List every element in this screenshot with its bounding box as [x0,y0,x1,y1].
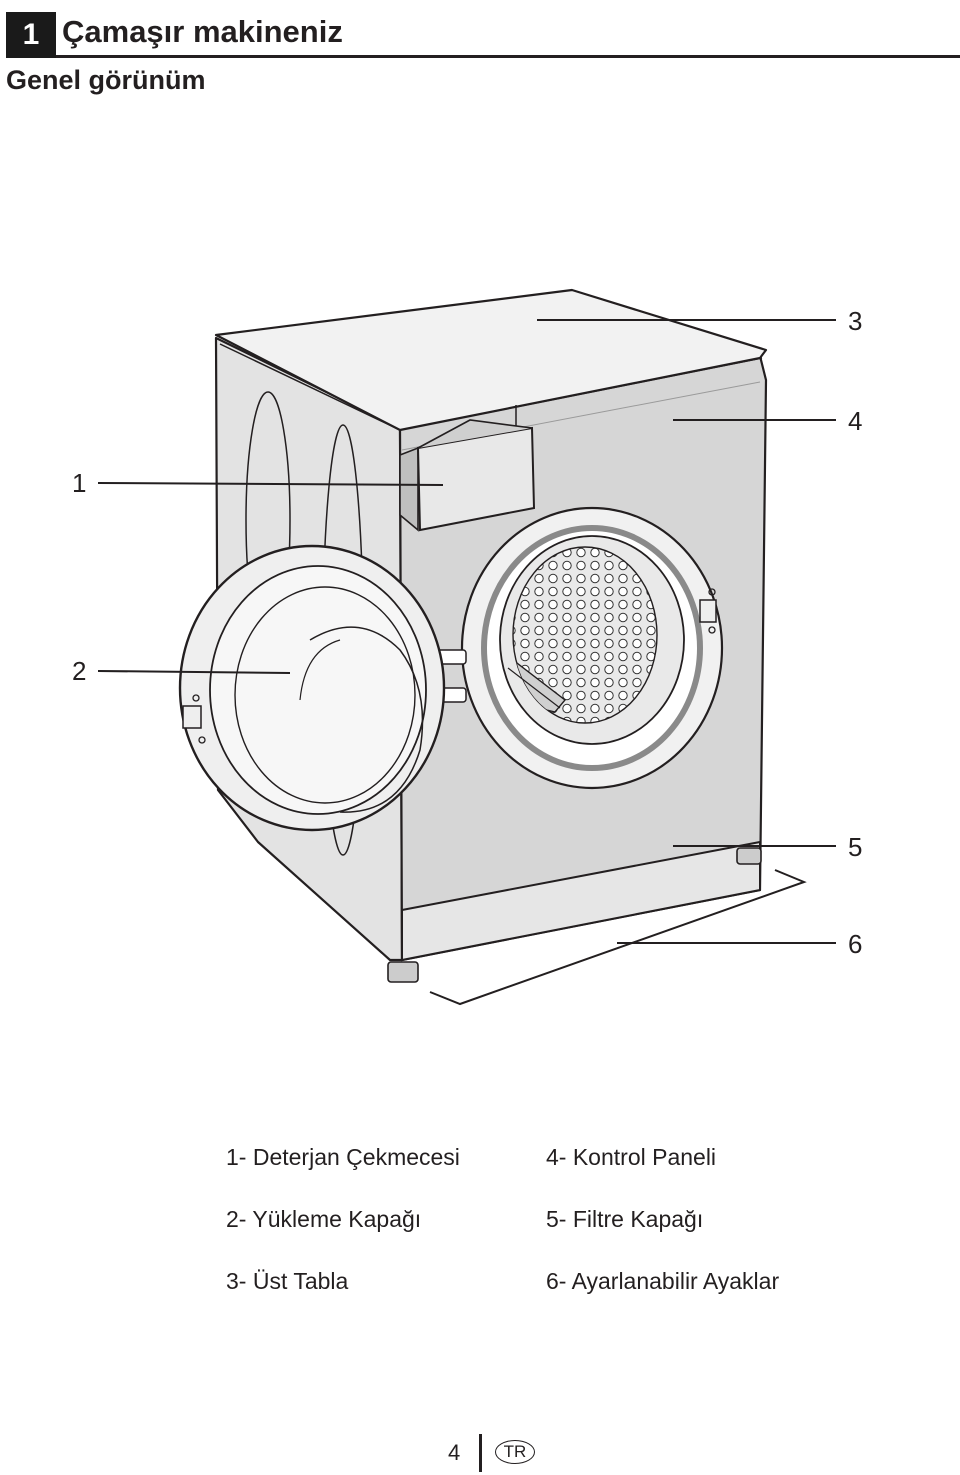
callout-2: 2 [72,656,86,686]
detergent-drawer [399,446,419,532]
callout-5: 5 [848,832,862,862]
legend-item-1: 1- Deterjan Çekmecesi [226,1144,460,1170]
adjustable-foot-front-right [736,847,762,865]
callout-4: 4 [848,406,862,436]
callout-3: 3 [848,306,862,336]
header-rule [56,55,960,58]
drum-holes [512,546,658,724]
section-number-badge: 1 [6,12,56,58]
legend-item-3: 3- Üst Tabla [226,1268,349,1294]
adjustable-foot-front-left [387,961,419,983]
legend-item-4: 4- Kontrol Paneli [546,1144,717,1170]
callout-1: 1 [72,468,86,498]
footer-divider [479,1434,482,1472]
top-panel [214,288,768,432]
language-badge: TR [495,1440,535,1464]
legend-item-2: 2- Yükleme Kapağı [226,1206,422,1232]
section-title: Çamaşır makineniz [62,14,343,49]
parts-legend: 1- Deterjan Çekmecesi 2- Yükleme Kapağı … [0,1135,960,1325]
subsection-title: Genel görünüm [6,65,206,95]
legend-item-5: 5- Filtre Kapağı [546,1206,704,1232]
bottom-plinth [401,840,761,962]
washing-machine-illustration: 1 2 3 4 5 6 [72,288,862,1006]
page-number: 4 [448,1440,461,1465]
page-header: 1 Çamaşır makineniz [0,8,960,58]
callout-6: 6 [848,929,862,959]
page-footer: 4 TR [0,1430,960,1475]
legend-item-6: 6- Ayarlanabilir Ayaklar [546,1268,780,1294]
